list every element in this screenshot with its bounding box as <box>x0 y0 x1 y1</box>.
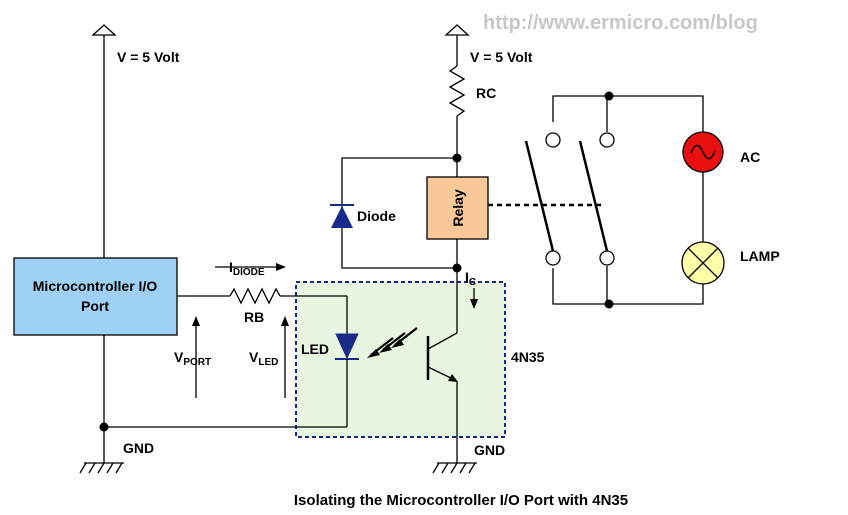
lamp-label: LAMP <box>740 248 780 264</box>
junction-dot <box>604 91 614 101</box>
v-led-arrow <box>281 316 289 398</box>
gnd-right-label: GND <box>474 442 505 458</box>
vcc-right-label: V = 5 Volt <box>470 49 533 65</box>
rc-label: RC <box>476 85 496 101</box>
ic-label: IC <box>465 269 476 288</box>
relay-label: Relay <box>450 189 466 227</box>
gnd-left-label: GND <box>123 440 154 456</box>
ic-arrow <box>470 288 478 309</box>
resistor-rb <box>229 287 281 305</box>
lamp-symbol <box>681 241 725 285</box>
ac-source-symbol <box>682 131 724 173</box>
v-port-label: VPORT <box>174 349 211 368</box>
led-label: LED <box>301 341 329 357</box>
flyback-diode-symbol <box>330 204 354 228</box>
vcc-symbol-left <box>91 24 117 258</box>
light-rays <box>367 327 418 358</box>
diode-label: Diode <box>357 208 396 224</box>
microcontroller-block <box>13 257 178 336</box>
optocoupler-label: 4N35 <box>511 349 545 365</box>
v-port-arrow <box>192 316 200 398</box>
v-led-label: VLED <box>249 349 278 368</box>
optocoupler-package <box>295 281 506 438</box>
mcu-label-line2: Port <box>81 298 109 314</box>
resistor-rc <box>448 65 466 117</box>
relay-switch-contacts <box>524 132 615 266</box>
ac-label: AC <box>740 149 760 165</box>
mcu-label-line1: Microcontroller I/O <box>33 278 158 294</box>
i-diode-arrow <box>215 263 286 271</box>
phototransistor-symbol <box>426 332 458 382</box>
junction-dot <box>604 299 614 309</box>
i-diode-label: IDIODE <box>229 259 265 278</box>
vcc-symbol-right <box>444 24 470 66</box>
watermark: http://www.ermicro.com/blog <box>483 12 758 34</box>
vcc-left-label: V = 5 Volt <box>117 49 180 65</box>
rb-label: RB <box>244 309 264 325</box>
figure-caption: Isolating the Microcontroller I/O Port w… <box>294 492 628 509</box>
ground-symbol-right <box>432 462 477 474</box>
ground-symbol-left <box>79 462 124 474</box>
